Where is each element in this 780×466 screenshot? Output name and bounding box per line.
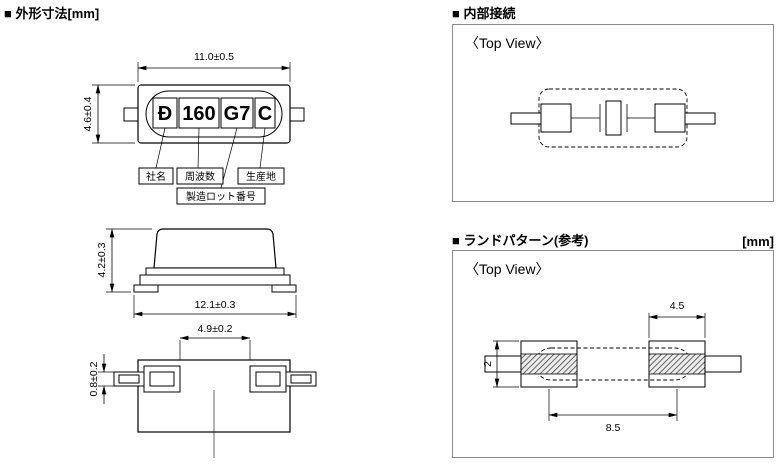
land-section-title: ■ ランドパターン(参考) — [452, 233, 589, 248]
plate — [145, 267, 285, 276]
top-view-drawing: Đ 160 G7 C 11.0±0.5 4.6±0.4 社名 周波数 生産地 製… — [82, 51, 305, 205]
cap — [153, 228, 277, 269]
dim-body-width: 11.0±0.5 — [194, 51, 234, 63]
right-pad — [654, 103, 686, 133]
land-pattern-drawing: 4.5 2 8.5 — [482, 300, 742, 434]
legend-frequency: 周波数 — [185, 170, 215, 183]
left-lead-stub — [123, 107, 139, 122]
component-outline-dashed — [534, 347, 692, 381]
side-view-drawing: 4.2±0.3 12.1±0.3 — [96, 228, 297, 318]
legend-box-lot — [176, 187, 266, 205]
left-terminal — [510, 112, 542, 125]
internal-section-title: ■ 内部接続 — [452, 6, 516, 21]
bottom-left-pad-inner — [149, 371, 175, 387]
right-contact-hatch — [648, 353, 706, 375]
internal-connection-drawing — [510, 88, 716, 148]
left-pad — [540, 103, 572, 133]
legend-lot: 製造ロット番号 — [186, 190, 256, 203]
right-lead — [271, 284, 297, 293]
internal-topview-label: 〈Top View〉 — [465, 35, 550, 51]
legend-box-company — [138, 167, 174, 185]
land-topview-label: 〈Top View〉 — [465, 261, 550, 277]
marking-logo: Đ — [158, 103, 172, 125]
dim-lead-thickness: 0.8±0.2 — [88, 361, 100, 396]
dim-pad-span: 8.5 — [606, 422, 621, 434]
dim-pad-height: 2 — [482, 361, 494, 367]
bottom-left-lead-inner — [118, 374, 140, 384]
package-cavity — [145, 90, 283, 138]
legend-origin: 生産地 — [246, 170, 276, 183]
left-lead — [133, 284, 159, 293]
legend-company: 社名 — [146, 170, 166, 183]
right-lead-stub — [289, 107, 305, 122]
outline-section-title: ■ 外形寸法[mm] — [4, 6, 100, 21]
land-right-lead — [704, 355, 742, 373]
dim-side-height: 4.2±0.3 — [96, 242, 108, 277]
land-pattern-panel: 〈Top View〉 4.5 2 8.5 — [452, 250, 774, 458]
internal-connection-panel: 〈Top View〉 — [452, 24, 774, 202]
left-contact-hatch — [520, 353, 578, 375]
land-section-header: ■ ランドパターン(参考) [mm] — [452, 230, 774, 249]
crystal-element — [605, 100, 622, 136]
land-unit: [mm] — [742, 234, 774, 249]
dim-pad-width: 4.5 — [670, 300, 685, 312]
land-left-lead — [484, 355, 522, 373]
base — [139, 274, 291, 286]
dim-pad-gap: 4.9±0.2 — [198, 323, 233, 335]
marking-origin: C — [258, 103, 272, 125]
bottom-right-pad-inner — [255, 371, 281, 387]
dim-body-height: 4.6±0.4 — [82, 96, 94, 131]
bottom-view-drawing: 4.9±0.2 0.8±0.2 — [88, 323, 317, 458]
marking-freq: 160 — [182, 103, 215, 125]
legend-box-frequency — [176, 167, 224, 185]
marking-lot: G7 — [224, 103, 251, 125]
dim-side-width: 12.1±0.3 — [195, 299, 236, 311]
right-terminal — [684, 112, 716, 125]
marking-box-lot — [220, 97, 254, 129]
outline-drawing: Đ 160 G7 C 11.0±0.5 4.6±0.4 社名 周波数 生産地 製… — [82, 51, 317, 458]
bottom-right-lead-inner — [290, 374, 312, 384]
legend-box-origin — [237, 167, 285, 185]
